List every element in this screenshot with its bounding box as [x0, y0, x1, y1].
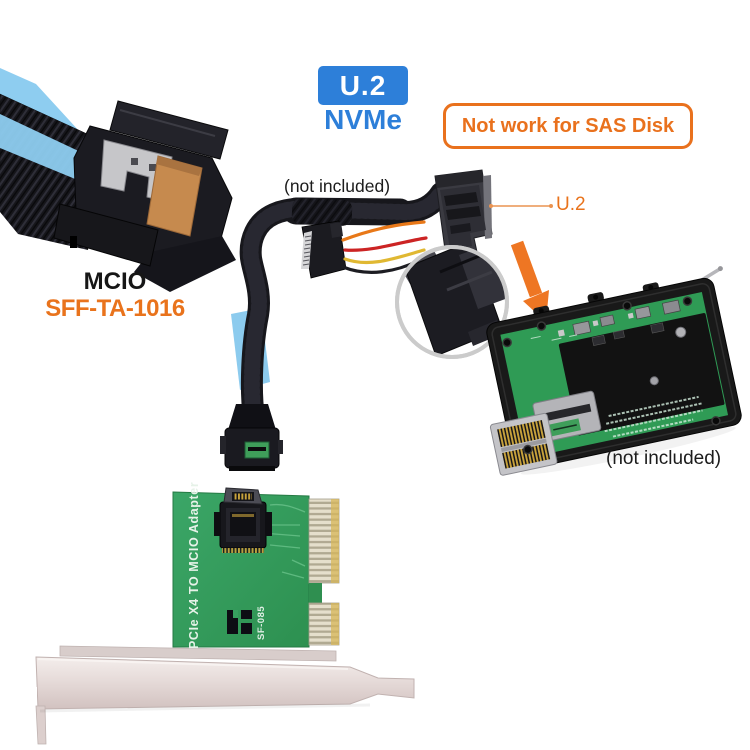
card-model: SF-085 [256, 605, 267, 640]
pcie-card [172, 487, 340, 648]
u2-fingers [489, 412, 558, 476]
magnifier-circle [395, 245, 509, 359]
warning-box: Not work for SAS Disk [443, 103, 693, 149]
u2-badge: U.2 [318, 66, 408, 105]
card-mcio-plug [220, 404, 283, 471]
not-included-label-adapter: (not included) [606, 448, 722, 469]
mcio-plug-housing [53, 100, 236, 292]
pci-bracket [34, 645, 415, 745]
mcio-spec: SFF-TA-1016 [45, 295, 185, 322]
not-included-label-cable: (not included) [284, 176, 391, 196]
u2-pointer-label: U.2 [556, 194, 586, 215]
u2-drive-connector [434, 169, 493, 258]
sata-power-connector [301, 220, 347, 279]
mcio-plug-photo [0, 68, 236, 292]
u2-cable [231, 169, 493, 429]
power-wires [341, 220, 428, 274]
card-silkscreen: PCIe X4 TO MCIO Adapter [187, 481, 201, 649]
u2-m2-adapter [486, 266, 742, 476]
cy-logo [227, 610, 252, 634]
card-body [172, 491, 310, 648]
u2-pointer-line [489, 204, 553, 208]
nvme-label: NVMe [324, 104, 402, 135]
card-mcio-socket [214, 487, 272, 553]
pcie-fingers [308, 498, 340, 646]
adapter-silk-text-lines [604, 395, 703, 438]
adapter-screw-holes [502, 296, 721, 455]
mcio-title: MCIO [83, 268, 147, 295]
